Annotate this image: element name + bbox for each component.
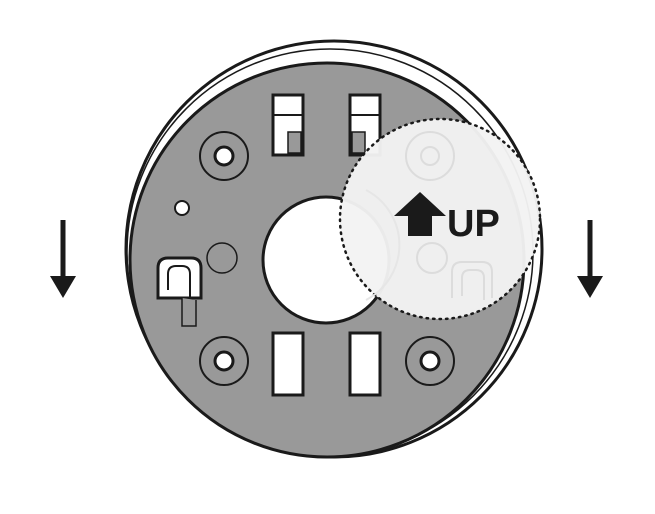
bottom-slot-right bbox=[348, 331, 382, 397]
left-latch-clip bbox=[156, 256, 203, 327]
bottom-slot-left bbox=[271, 331, 305, 397]
up-callout bbox=[338, 117, 542, 321]
right-down-arrow-icon bbox=[577, 220, 603, 298]
dimple bbox=[206, 242, 238, 274]
screw-hole-bottom-right bbox=[405, 336, 455, 386]
up-arrow-icon bbox=[394, 192, 446, 236]
top-slot-left bbox=[271, 93, 305, 157]
screw-hole-bottom-left bbox=[199, 336, 249, 386]
screw-hole-top-left bbox=[199, 131, 249, 181]
small-hole bbox=[174, 200, 190, 216]
left-down-arrow-icon bbox=[50, 220, 76, 298]
up-label: UP bbox=[447, 203, 500, 245]
